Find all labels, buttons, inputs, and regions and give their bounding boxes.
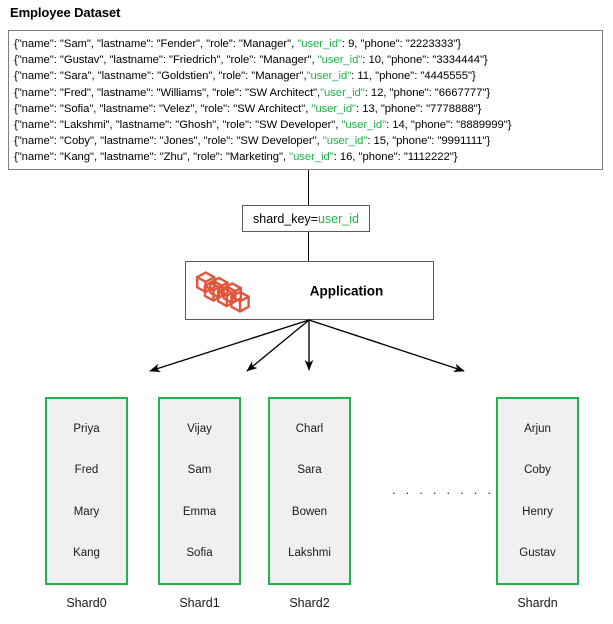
record-shard-key: "user_id" <box>322 135 368 148</box>
employee-dataset-box: {"name": "Sam", "lastname": "Fender", "r… <box>8 30 603 170</box>
record-prefix: {"name": "Coby", "lastname": "Jones", "r… <box>14 135 323 148</box>
shard-entry: Kang <box>73 547 100 560</box>
shard-entry: Charl <box>295 422 324 435</box>
shard-entry: Gustav <box>519 547 556 560</box>
record-prefix: {"name": "Gustav", "lastname": "Friedric… <box>14 54 318 67</box>
application-box: Application <box>185 261 434 320</box>
shard-entry: Sara <box>297 464 322 477</box>
record-shard-key: "user_id" <box>341 119 387 132</box>
record-suffix: : 16, "phone": "1112222"} <box>333 151 458 164</box>
record-shard-key: "user_id" <box>297 38 342 50</box>
shard-entry: Fred <box>74 464 99 477</box>
dataset-record-row: {"name": "Sara", "lastname": "Goldstien"… <box>14 68 602 84</box>
shard-entry: Priya <box>73 422 100 435</box>
record-prefix: {"name": "Fred", "lastname": "Williams",… <box>14 86 321 99</box>
cluster-cubes-icon <box>194 267 272 317</box>
record-prefix: {"name": "Sara", "lastname": "Goldstien"… <box>14 70 307 83</box>
record-prefix: {"name": "Sofia", "lastname": "Velez", "… <box>14 102 312 115</box>
shard-entry: Coby <box>524 464 551 477</box>
record-prefix: {"name": "Sam", "lastname": "Fender", "r… <box>14 38 298 50</box>
shard-key-label: shard_key= <box>253 211 318 226</box>
dataset-record-row: {"name": "Sam", "lastname": "Fender", "r… <box>14 36 602 52</box>
shard-box-2: Charl Sara Bowen Lakshmi <box>268 397 351 585</box>
connector-dataset-to-shardkey <box>308 170 309 205</box>
shard-label-2: Shard2 <box>289 596 330 610</box>
shard-entry: Mary <box>73 505 100 518</box>
shard-entry: Sofia <box>186 547 213 560</box>
dataset-record-row: {"name": "Fred", "lastname": "Williams",… <box>14 85 602 101</box>
record-suffix: : 11, "phone": "4445555"} <box>351 70 476 83</box>
dataset-record-row: {"name": "Kang", "lastname": "Zhu", "rol… <box>14 149 602 165</box>
record-suffix: : 15, "phone": "9991111"} <box>367 135 491 148</box>
page-title: Employee Dataset <box>10 5 121 20</box>
shard-entry: Vijay <box>187 422 212 435</box>
record-suffix: : 13, "phone": "7778888"} <box>356 102 482 115</box>
arrow-to-shard1 <box>246 319 310 372</box>
record-prefix: {"name": "Kang", "lastname": "Zhu", "rol… <box>14 151 290 164</box>
shard-key-box: shard_key=user_id <box>242 205 370 232</box>
shard-label-n: Shardn <box>517 596 558 610</box>
shard-entry: Bowen <box>291 505 328 518</box>
record-suffix: : 14, "phone": "8889999"} <box>386 119 512 132</box>
dataset-record-row: {"name": "Gustav", "lastname": "Friedric… <box>14 52 602 68</box>
shard-entry: Sam <box>187 464 212 477</box>
shard-entry: Lakshmi <box>288 547 331 560</box>
shard-entry: Emma <box>182 505 217 518</box>
shard-entry: Henry <box>522 505 553 518</box>
application-label: Application <box>309 283 384 298</box>
shards-ellipsis: . . . . . . . . <box>392 482 495 497</box>
dataset-record-row: {"name": "Lakshmi", "lastname": "Ghosh",… <box>14 117 602 133</box>
shard-label-0: Shard0 <box>66 596 107 610</box>
shard-box-n: Arjun Coby Henry Gustav <box>496 397 579 585</box>
record-prefix: {"name": "Lakshmi", "lastname": "Ghosh",… <box>14 119 342 132</box>
record-shard-key: "user_id" <box>289 151 334 164</box>
dataset-record-row: {"name": "Coby", "lastname": "Jones", "r… <box>14 133 602 149</box>
arrow-to-shard0 <box>149 319 310 373</box>
shard-label-1: Shard1 <box>179 596 220 610</box>
shard-box-0: Priya Fred Mary Kang <box>45 397 128 585</box>
record-shard-key: "user_id" <box>320 86 365 99</box>
record-suffix: : 9, "phone": "2223333"} <box>341 38 462 50</box>
connector-shardkey-to-application <box>308 232 309 262</box>
dataset-record-row: {"name": "Sofia", "lastname": "Velez", "… <box>14 101 602 117</box>
record-shard-key: "user_id" <box>317 54 363 67</box>
application-to-shards-arrows <box>0 315 613 385</box>
shard-key-value: user_id <box>317 211 359 226</box>
record-shard-key: "user_id" <box>311 102 357 115</box>
record-shard-key: "user_id" <box>306 70 352 83</box>
arrow-to-shardn <box>308 319 465 372</box>
record-suffix: : 12, "phone": "6667777"} <box>364 86 491 99</box>
record-suffix: : 10, "phone": "3334444"} <box>362 54 488 67</box>
shard-entry: Arjun <box>524 422 551 435</box>
shard-box-1: Vijay Sam Emma Sofia <box>158 397 241 585</box>
